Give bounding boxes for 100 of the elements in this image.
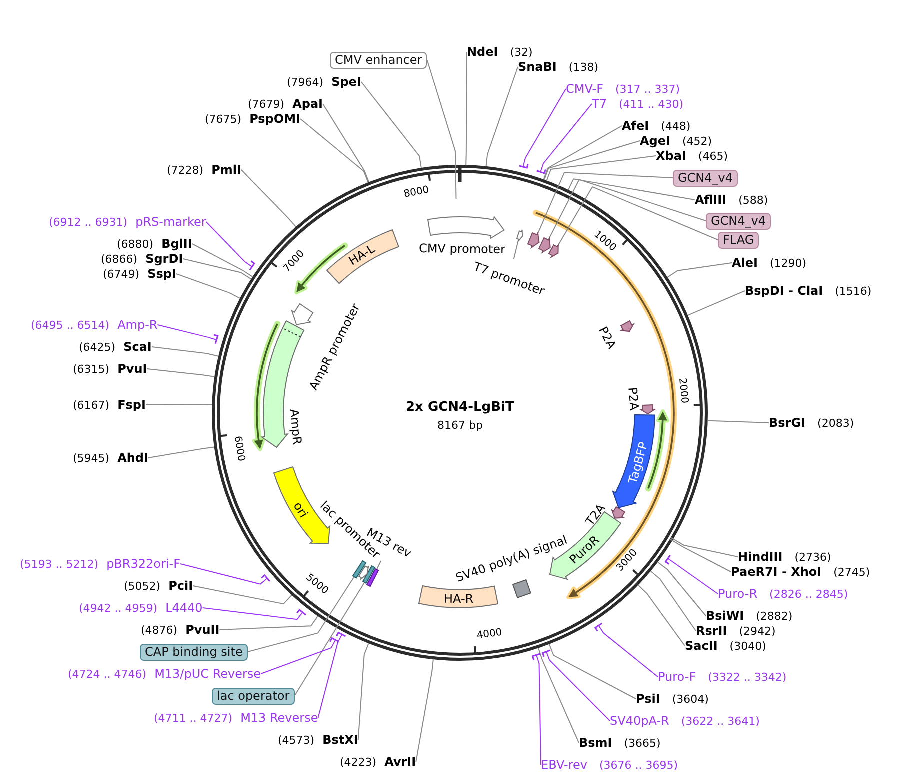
cut-site-position: (2942) [739, 625, 776, 638]
leader-line [542, 650, 610, 722]
feature-name: P2A [626, 387, 642, 412]
cut-site-position: (4223) [340, 756, 377, 769]
leader-line [657, 562, 706, 616]
feature-name: HA-L [346, 241, 378, 268]
leader-line [707, 420, 770, 424]
primer-name: SV40pA-R [610, 714, 670, 728]
cut-site-position: (6425) [79, 341, 116, 354]
enzyme-name: RsrII [696, 624, 728, 638]
enzyme-name: BsiWI [706, 609, 744, 623]
feature-tag: FLAG [718, 232, 760, 248]
feature-tag: GCN4_v4 [673, 170, 738, 186]
cut-site-position: (448) [661, 120, 691, 133]
leader-line [650, 570, 696, 632]
cut-site-position: (6866) [101, 253, 138, 266]
plasmid-name: 2x GCN4-LgBiT [406, 401, 514, 415]
primer-position: (6495 .. 6514) [31, 319, 110, 332]
leader-line [151, 346, 220, 357]
scale-number: 6000 [231, 436, 248, 463]
enzyme-name: BspDI - ClaI [745, 284, 824, 298]
leader-line [358, 643, 370, 740]
enzyme-name: PvuII [186, 623, 220, 637]
feature-name: T2A [583, 502, 608, 529]
leader-line [240, 170, 297, 228]
cut-site-position: (7679) [248, 98, 285, 111]
cut-site-position: (3604) [672, 693, 709, 706]
scale-number: 4000 [476, 627, 503, 643]
leader-line [360, 82, 422, 169]
enzyme-name: SpeI [332, 75, 362, 89]
cut-site-position: (588) [738, 194, 768, 207]
primer-name: EBV-rev [541, 758, 588, 772]
enzyme-name: BglII [162, 237, 192, 251]
enzyme-name: FspI [118, 398, 146, 412]
leader-line [180, 564, 271, 585]
enzyme-name: AflIII [695, 193, 727, 207]
leader-line [300, 118, 369, 184]
leader-line [157, 324, 219, 345]
leader-line [260, 638, 340, 674]
enzyme-name: BsmI [579, 736, 612, 750]
primer-position: (6912 .. 6931) [49, 216, 128, 229]
enzyme-name: SgrDI [146, 252, 184, 266]
feature-name: HA-R [444, 592, 474, 606]
leader-line [532, 653, 542, 766]
cut-site-position: (2745) [834, 566, 870, 579]
cut-site-position: (7675) [205, 113, 242, 126]
leader-line [638, 584, 686, 646]
cut-site-position: (3665) [624, 737, 661, 750]
cut-site-position: (32) [510, 46, 533, 59]
leader-line [568, 178, 696, 200]
primer-position: (4711 .. 4727) [154, 712, 233, 725]
enzyme-name: PvuI [118, 362, 148, 376]
enzyme-name: ScaI [124, 340, 152, 354]
cut-site-position: (2882) [756, 610, 793, 623]
leader-line [376, 560, 382, 570]
enzyme-name: PsiI [636, 692, 660, 706]
feature-tag: CAP binding site [140, 644, 248, 660]
primer-position: (4724 .. 4746) [68, 668, 147, 681]
primer-name: L4440 [166, 601, 203, 615]
cut-site-position: (6315) [73, 363, 110, 376]
enzyme-name: PciI [168, 579, 194, 593]
primer-position: (3622 .. 3641) [681, 715, 760, 728]
leader-line [202, 608, 307, 620]
enzyme-name: SnaBI [518, 60, 557, 74]
primer-position: (317 .. 337) [615, 83, 680, 96]
primer-name: Amp-R [118, 318, 158, 332]
feature-tag: CMV enhancer [330, 52, 428, 68]
feature-name: CMV promoter [418, 241, 506, 257]
leader-line [548, 179, 706, 241]
enzyme-name: ApaI [292, 97, 324, 111]
cut-site-position: (4573) [278, 734, 315, 747]
leader-line [543, 126, 622, 180]
leader-line [513, 239, 520, 260]
enzyme-name: AhdI [118, 451, 148, 465]
plasmid-length: 8167 bp [438, 418, 483, 432]
cut-site-position: (1516) [835, 285, 872, 298]
leader-line [192, 586, 292, 605]
cut-site-position: (1290) [770, 257, 807, 270]
leader-line [192, 244, 254, 278]
enzyme-name: PspOMI [250, 112, 301, 126]
leader-line [176, 274, 241, 299]
primer-name: M13/pUC Reverse [154, 667, 262, 681]
enzyme-name: SacII [685, 639, 718, 653]
leader-line [546, 156, 656, 182]
cut-site-position: (6749) [103, 268, 140, 281]
enzyme-name: NdeI [467, 45, 498, 59]
leader-line [670, 538, 732, 572]
cut-site-position: (6880) [117, 238, 154, 251]
primer-name: pRS-marker [136, 215, 206, 229]
feature-tag: lac operator [212, 688, 295, 704]
enzyme-name: AvrII [384, 755, 416, 769]
leader-line [219, 616, 318, 630]
primer-position: (411 .. 430) [618, 98, 684, 111]
leader-line [294, 582, 365, 696]
cut-site-position: (5052) [124, 580, 161, 593]
enzyme-name: PmlI [212, 163, 242, 177]
primer-name: Puro-F [658, 670, 696, 684]
feature-name: AmpR [287, 408, 304, 446]
leader-line [486, 66, 518, 167]
primer-name: M13 Reverse [240, 711, 318, 725]
